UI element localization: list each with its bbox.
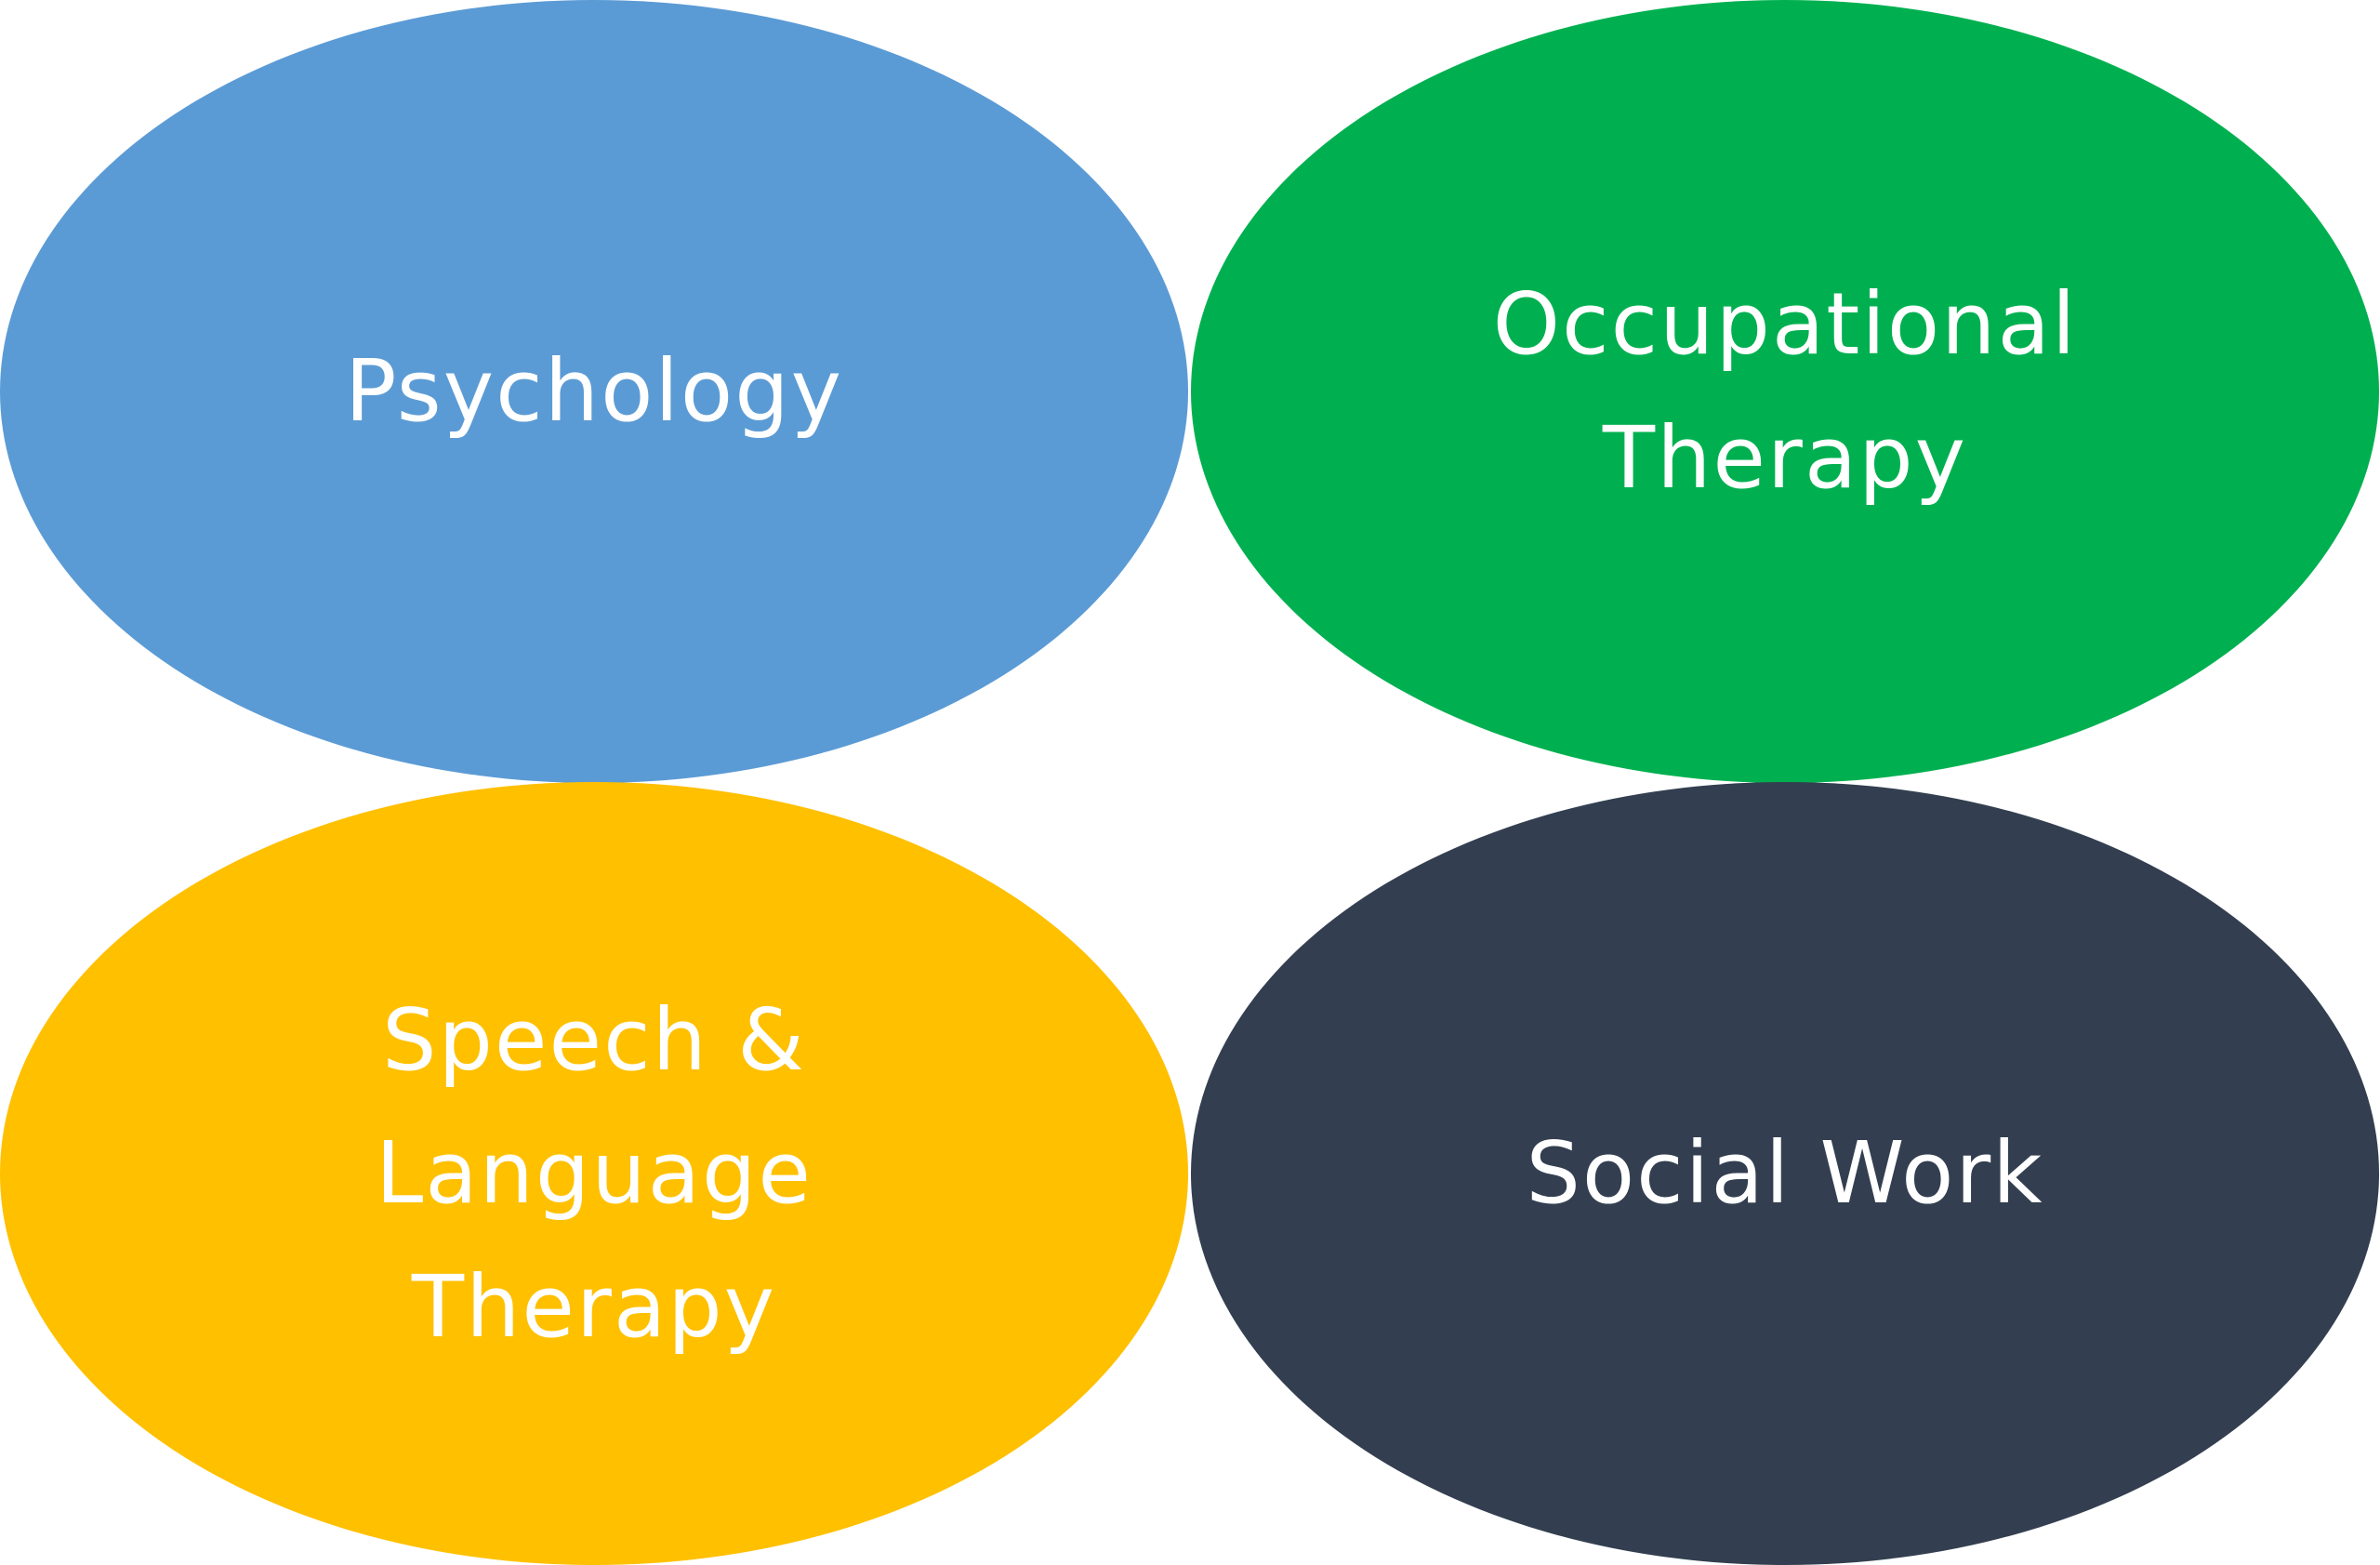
occupational-therapy-label-line: Occupational bbox=[1492, 274, 2078, 375]
speech-language-therapy-label-line: Therapy bbox=[411, 1256, 777, 1357]
speech-language-therapy-label-line: Speech & bbox=[382, 989, 806, 1090]
occupational-therapy-ellipse: Occupational Therapy bbox=[1191, 0, 2379, 783]
psychology-label: Psychology bbox=[241, 325, 947, 458]
psychology-label-line: Psychology bbox=[344, 341, 844, 442]
social-work-ellipse: Social Work bbox=[1191, 782, 2379, 1565]
social-work-label-line: Social Work bbox=[1526, 1123, 2044, 1224]
speech-language-therapy-label-line: Language bbox=[375, 1123, 813, 1224]
occupational-therapy-label: Occupational Therapy bbox=[1432, 258, 2138, 524]
speech-language-therapy-ellipse: Speech & Language Therapy bbox=[0, 782, 1188, 1565]
psychology-ellipse: Psychology bbox=[0, 0, 1188, 783]
occupational-therapy-label-line: Therapy bbox=[1602, 408, 1968, 508]
social-work-label: Social Work bbox=[1432, 1107, 2138, 1240]
speech-language-therapy-label: Speech & Language Therapy bbox=[241, 974, 947, 1374]
